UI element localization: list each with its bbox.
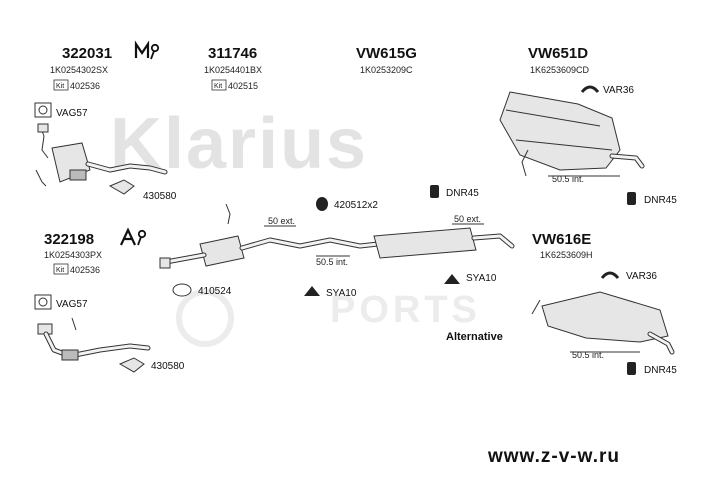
kit-number: 402515 [228, 81, 258, 91]
kit-number: 402536 [70, 265, 100, 275]
vag57-gasket-bottom[interactable]: VAG57 [34, 294, 88, 310]
gasket-430580-top[interactable]: 430580 [108, 179, 177, 202]
label: DNR45 [644, 195, 677, 206]
label: DNR45 [644, 365, 677, 376]
part-number: 322198 [44, 231, 94, 248]
front-pipe-catalyst-top [35, 123, 168, 187]
label: SYA10 [466, 273, 497, 284]
var36-hanger-top[interactable]: VAR36 [580, 85, 634, 96]
label: VAR36 [603, 85, 634, 96]
oem-number: 1K6253609H [540, 250, 593, 260]
rear-silencer-top: 50.5 int. [499, 91, 645, 184]
automatic-gearbox-icon [120, 227, 147, 246]
kit-label: Kit [214, 83, 222, 90]
gasket-icon [34, 102, 52, 118]
part-VW651D[interactable]: VW651D 1K6253609CD [528, 45, 590, 75]
rubber-mount-icon [627, 192, 636, 205]
center-pipe-system: 50 ext. 50.5 int. 50 ext. [159, 203, 515, 269]
rubber-mount-icon [444, 274, 460, 284]
oem-number: 1K0254302SX [50, 65, 108, 75]
part-number: VW651D [528, 45, 588, 62]
oem-number: 1K6253609CD [530, 65, 590, 75]
part-number: VW615G [356, 45, 417, 62]
watermark-brand: Klarius [110, 104, 368, 184]
oem-number: 1K0254303PX [44, 250, 102, 260]
gasket-430580-bottom[interactable]: 430580 [118, 357, 185, 373]
rubber-mount-icon [627, 362, 636, 375]
sya10-mount-left[interactable]: SYA10 [304, 286, 357, 299]
sya10-mount-right[interactable]: SYA10 [444, 273, 497, 284]
label: 410524 [198, 286, 232, 297]
dim-int-top: 50.5 int. [552, 174, 584, 184]
watermark-emblem [176, 289, 234, 347]
rubber-mount-icon [304, 286, 320, 296]
part-311746[interactable]: 311746 1K0254401BX Kit 402515 [204, 45, 262, 91]
website-link[interactable]: www.z-v-w.ru [487, 446, 620, 467]
gasket-410524[interactable]: 410524 [172, 283, 232, 297]
vag57-gasket-top[interactable]: VAG57 [34, 102, 88, 119]
manual-gearbox-icon [134, 40, 160, 60]
label: 430580 [143, 191, 177, 202]
rear-silencer-bottom: 50.5 int. [531, 291, 675, 360]
kit-box [211, 79, 227, 91]
gasket-icon [172, 283, 192, 297]
dnr45-mount-center[interactable]: DNR45 [430, 185, 479, 199]
part-VW616E[interactable]: VW616E 1K6253609H [532, 231, 593, 260]
part-VW615G[interactable]: VW615G 1K0253209C [356, 45, 417, 75]
kit-box [53, 79, 69, 91]
label: 420512x2 [334, 200, 378, 211]
label: VAG57 [56, 108, 88, 119]
part-number: 311746 [208, 45, 257, 62]
oem-number: 1K0254401BX [204, 65, 262, 75]
label: VAG57 [56, 299, 88, 310]
dim-ext-left: 50 ext. [268, 216, 295, 226]
label: VAR36 [626, 271, 657, 282]
part-322198[interactable]: 322198 1K0254303PX Kit 402536 [44, 227, 147, 275]
dnr45-mount-right-top[interactable]: DNR45 [627, 192, 677, 206]
clamp-420512[interactable]: 420512x2 [316, 197, 378, 211]
dim-ext-right: 50 ext. [454, 214, 481, 224]
label: SYA10 [326, 288, 357, 299]
part-322031[interactable]: 322031 1K0254302SX Kit 402536 [50, 40, 160, 91]
dim-int-left: 50.5 int. [316, 257, 348, 267]
oem-number: 1K0253209C [360, 65, 413, 75]
gasket-icon [34, 294, 52, 310]
dnr45-mount-right-bottom[interactable]: DNR45 [627, 362, 677, 376]
watermark-secondary: PORTS [330, 289, 481, 331]
front-pipe-bottom [37, 317, 151, 361]
clamp-icon [316, 197, 328, 211]
dim-int-bottom: 50.5 int. [572, 350, 604, 360]
label: 430580 [151, 361, 185, 372]
kit-box [53, 263, 69, 275]
gasket-icon [118, 357, 145, 373]
kit-label: Kit [56, 267, 64, 274]
var36-hanger-bottom[interactable]: VAR36 [600, 271, 657, 282]
part-number: VW616E [532, 231, 591, 248]
alternative-label: Alternative [446, 331, 503, 343]
hanger-icon [600, 271, 620, 279]
kit-label: Kit [56, 83, 64, 90]
label: DNR45 [446, 188, 479, 199]
part-number: 322031 [62, 45, 112, 62]
hanger-icon [580, 85, 600, 93]
rubber-mount-icon [430, 185, 439, 198]
gasket-icon [108, 179, 135, 195]
kit-number: 402536 [70, 81, 100, 91]
